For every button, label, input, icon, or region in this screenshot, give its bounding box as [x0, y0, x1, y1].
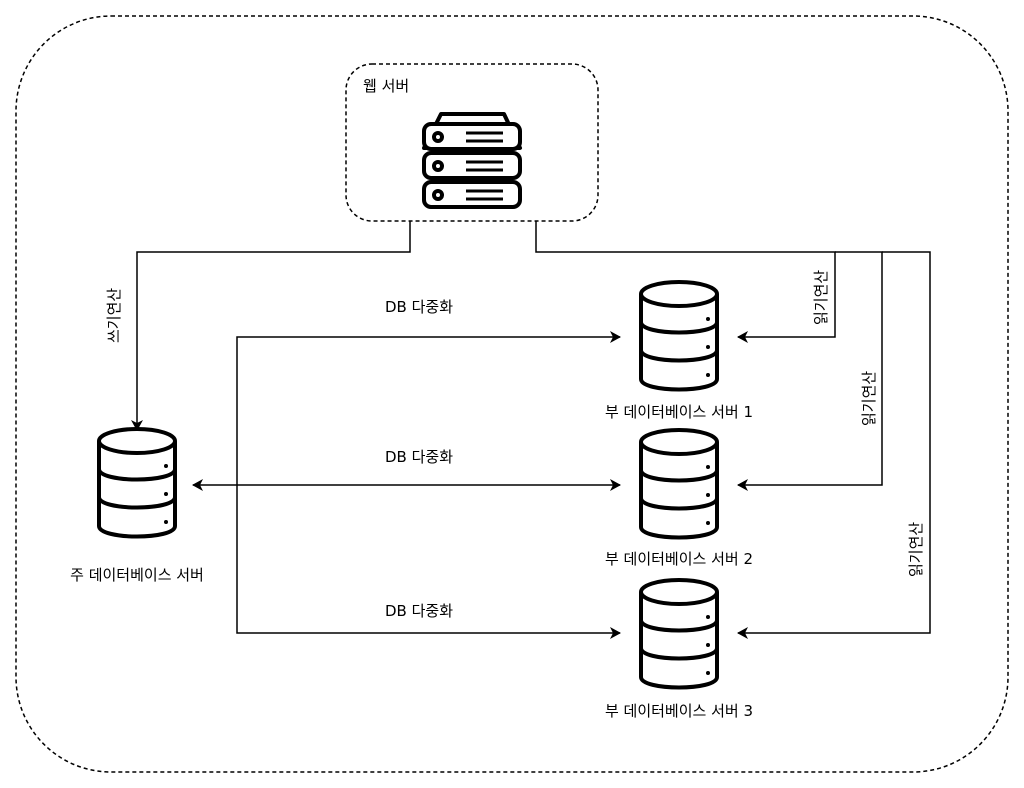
- replication-edge-3: [236, 485, 621, 639]
- replication-edge-1: [236, 331, 621, 485]
- replica-database-3: 부 데이터베이스 서버 3: [605, 578, 753, 720]
- read-edge-2-label: 읽기연산: [860, 371, 878, 426]
- database-icon: [97, 427, 177, 539]
- system-boundary: [15, 15, 1009, 773]
- server-rack-icon: [422, 112, 522, 209]
- web-server-label: 웹 서버: [363, 77, 409, 95]
- primary-database: 주 데이터베이스 서버: [70, 427, 204, 584]
- replication-edge-1-label: DB 다중화: [385, 298, 453, 316]
- write-edge-label: 쓰기연산: [105, 288, 123, 343]
- write-edge: [131, 221, 411, 431]
- read-edge-2: [737, 251, 883, 491]
- replica-database-2: 부 데이터베이스 서버 2: [605, 428, 753, 568]
- replication-edge-3-label: DB 다중화: [385, 602, 453, 620]
- read-edge-3-label: 읽기연산: [907, 522, 925, 577]
- web-server-group: [345, 63, 599, 222]
- read-edge-3: [737, 251, 931, 639]
- database-icon: [639, 280, 719, 392]
- read-edge-1-label: 읽기연산: [812, 270, 830, 325]
- replica-database-2-label: 부 데이터베이스 서버 2: [605, 550, 753, 568]
- replication-edge-2-label: DB 다중화: [385, 448, 453, 466]
- replica-database-1: 부 데이터베이스 서버 1: [605, 280, 753, 421]
- primary-database-label: 주 데이터베이스 서버: [70, 566, 204, 584]
- database-icon: [639, 578, 719, 690]
- database-icon: [639, 428, 719, 540]
- replica-database-3-label: 부 데이터베이스 서버 3: [605, 702, 753, 720]
- replica-database-1-label: 부 데이터베이스 서버 1: [605, 403, 753, 421]
